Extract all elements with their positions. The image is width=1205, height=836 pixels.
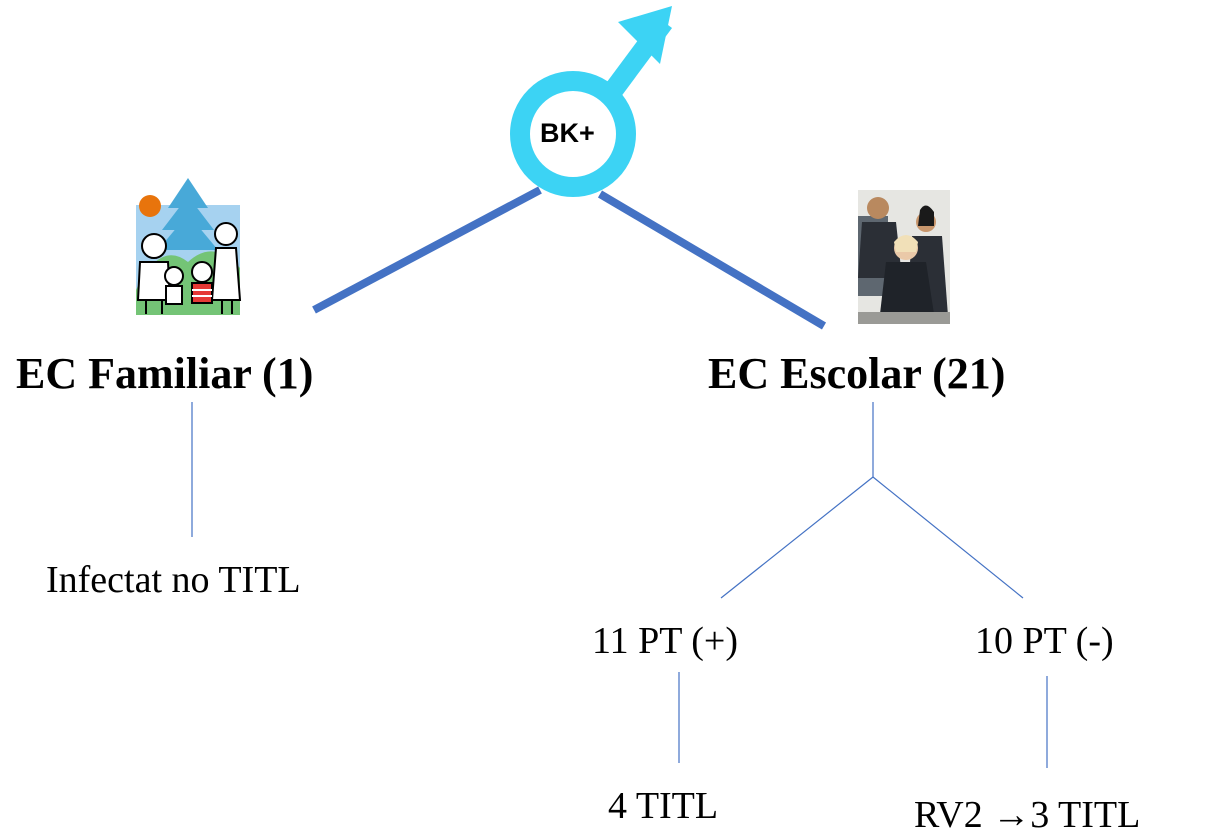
office-workers-photo-icon (858, 190, 950, 324)
positive-leaf-label: 4 TITL (608, 785, 719, 827)
male-symbol-icon (510, 6, 673, 197)
right-node-title: EC Escolar (21) (708, 349, 1006, 398)
root-badge-label: BK+ (540, 118, 595, 148)
connector-right-negative (872, 476, 1024, 599)
branch-left (312, 186, 542, 314)
connector-right-positive (720, 476, 874, 599)
negative-leaf-label: RV2 →3 TITL (914, 794, 1141, 836)
branch-right (597, 190, 827, 330)
positive-node-label: 11 PT (+) (592, 620, 738, 662)
left-node-title: EC Familiar (1) (16, 349, 314, 398)
left-leaf-label: Infectat no TITL (46, 559, 301, 601)
family-clipart-icon (136, 178, 242, 315)
negative-node-label: 10 PT (-) (975, 620, 1114, 662)
